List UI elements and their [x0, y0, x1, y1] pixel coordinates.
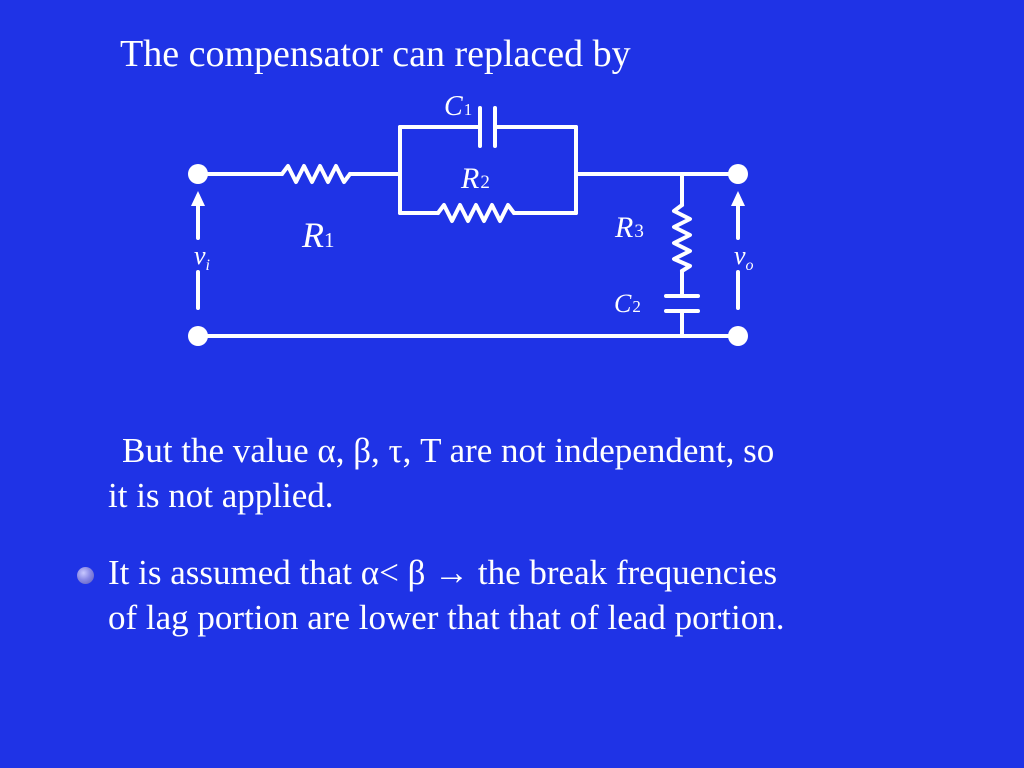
vi-arrow-head [191, 191, 205, 206]
terminal-input-bottom [188, 326, 208, 346]
resistor-r3 [672, 203, 692, 273]
bullet-point-assumption: It is assumed that α< β → the break freq… [108, 550, 1008, 640]
bullet-line-2: of lag portion are lower that that of le… [108, 598, 785, 637]
label-r1: R1 [301, 215, 335, 255]
slide-title: The compensator can replaced by [120, 33, 631, 75]
resistor-r2 [436, 203, 516, 223]
vo-arrow-head [731, 191, 745, 206]
bullet-dot-icon [77, 567, 94, 584]
label-c1: C1 [444, 91, 472, 122]
paragraph-line-1: But the value α, β, τ, T are not indepen… [122, 431, 775, 470]
terminal-output-bottom [728, 326, 748, 346]
paragraph-line-2: it is not applied. [108, 476, 334, 515]
bullet-line-1: It is assumed that α< β → the break freq… [108, 553, 778, 592]
label-c2: C2 [614, 289, 641, 318]
paragraph-independence: But the value α, β, τ, T are not indepen… [108, 428, 998, 518]
terminal-output-top [728, 164, 748, 184]
label-r2: R2 [460, 162, 490, 195]
resistor-r1 [280, 164, 352, 184]
label-r3: R3 [614, 211, 644, 244]
terminal-input-top [188, 164, 208, 184]
circuit-diagram: C1 R2 R1 R3 C2 vi vo [188, 91, 754, 346]
label-vo: vo [734, 241, 754, 274]
label-vi: vi [194, 241, 210, 274]
